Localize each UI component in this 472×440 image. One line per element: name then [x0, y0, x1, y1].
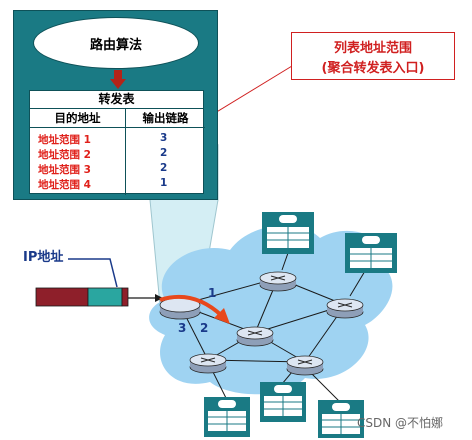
table-row-range: 地址范围 4	[38, 179, 91, 191]
table-row-link: 3	[160, 132, 168, 144]
port-label-2: 2	[200, 321, 209, 335]
forward-arrow	[159, 294, 224, 318]
table-row-link: 2	[160, 147, 168, 159]
table-row-range: 地址范围 1	[38, 134, 91, 146]
router-top	[259, 271, 297, 292]
port-label-1: 1	[208, 286, 217, 300]
router-right	[326, 298, 364, 319]
callout-title: 列表地址范围	[333, 41, 412, 56]
table-row-range: 地址范围 2	[38, 149, 91, 161]
mini-table-top	[262, 212, 314, 254]
router-bottom-left	[189, 353, 227, 374]
router-bottom-right	[286, 355, 324, 376]
forwarding-table-title: 转发表	[30, 91, 203, 109]
ip-address-label: IP地址	[23, 250, 64, 265]
network-cloud	[149, 225, 393, 395]
router-detail-panel: 路由算法 转发表 目的地址 输出链路 地址范围 1 3 地址范围 2 2 地址范…	[13, 10, 218, 200]
port-label-3: 3	[178, 321, 187, 335]
table-divider	[125, 128, 126, 195]
mini-table-right	[345, 233, 397, 273]
forwarding-table: 转发表 目的地址 输出链路 地址范围 1 3 地址范围 2 2 地址范围 3 2…	[29, 90, 205, 195]
mini-table-bottom-mid	[260, 382, 306, 422]
column-header-destination: 目的地址	[30, 109, 126, 128]
table-row-range: 地址范围 3	[38, 164, 91, 176]
ip-packet	[35, 287, 129, 307]
router-main	[159, 297, 201, 320]
mini-table-bottom-left	[204, 397, 250, 437]
down-arrow-icon	[110, 70, 126, 89]
column-header-link: 输出链路	[126, 109, 205, 128]
mini-table-bottom-right	[318, 400, 364, 438]
routing-algorithm-node: 路由算法	[33, 17, 199, 69]
router-center	[236, 326, 274, 347]
table-row-link: 2	[160, 162, 168, 174]
forward-arrow-head	[214, 308, 230, 324]
callout-box: 列表地址范围 (聚合转发表入口)	[291, 32, 455, 80]
table-row-link: 1	[160, 177, 168, 189]
watermark: CSDN @不怕娜	[357, 416, 444, 430]
packet-arrow-head	[155, 294, 163, 302]
ip-label-pointer	[68, 258, 118, 288]
callout-subtitle: (聚合转发表入口)	[321, 61, 425, 76]
